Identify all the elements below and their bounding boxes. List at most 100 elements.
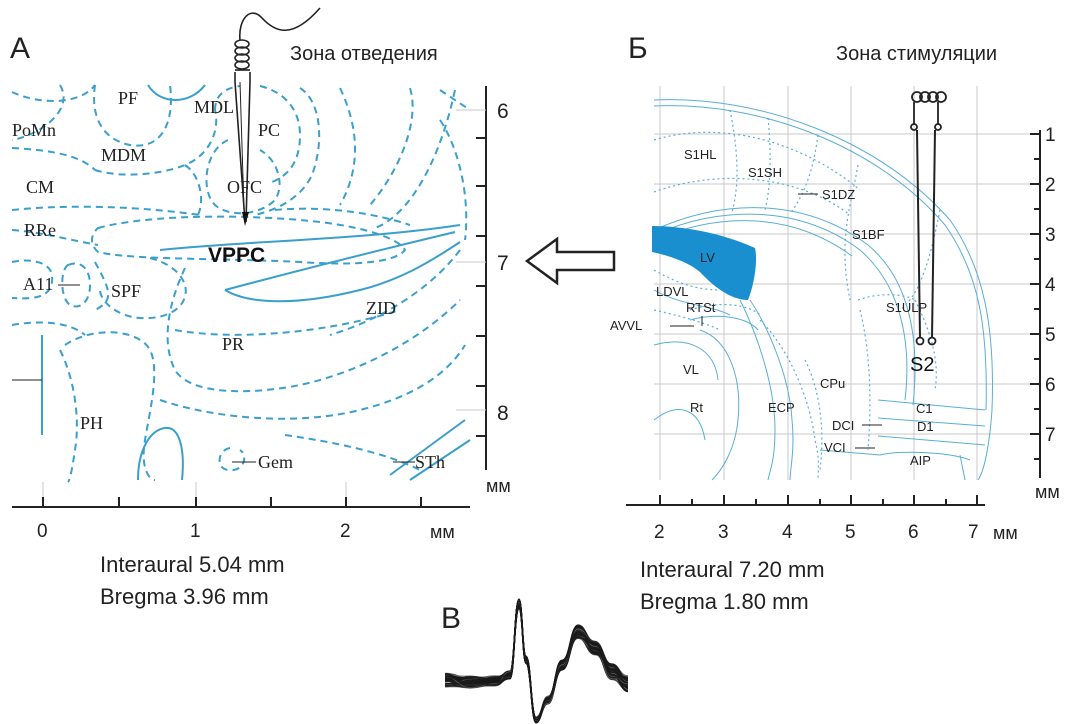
panel-b-grid xyxy=(654,86,1030,480)
panel-a-y-tick-6: 6 xyxy=(497,100,509,123)
panel-a-y-unit: мм xyxy=(486,476,511,496)
panel-b-y-tick-1: 1 xyxy=(1045,125,1056,146)
spike-trace xyxy=(444,599,629,722)
spike-trace xyxy=(444,599,629,722)
panel-a-x-unit: мм xyxy=(430,522,455,542)
label-dci: DCI xyxy=(832,418,854,433)
spike-trace xyxy=(444,600,629,722)
label-s1ulp: S1ULP xyxy=(886,300,927,315)
panel-a: А Зона отведения xyxy=(10,7,511,609)
panel-b-x-unit: мм xyxy=(993,523,1018,543)
label-ph: PH xyxy=(80,413,103,433)
label-vci: VCI xyxy=(824,440,846,455)
spike-trace xyxy=(444,605,629,720)
panel-a-zone-title: Зона отведения xyxy=(290,43,438,65)
label-pc: PC xyxy=(258,120,280,140)
panel-a-x-tick-1: 1 xyxy=(190,521,201,542)
panel-b-letter: Б xyxy=(628,32,648,65)
spike-trace xyxy=(444,604,629,718)
spike-trace xyxy=(444,600,629,720)
label-rtst: RTSt xyxy=(686,300,716,315)
spike-trace xyxy=(444,606,629,723)
label-mdl: MDL xyxy=(194,97,234,117)
spike-trace xyxy=(444,607,629,721)
panel-b-y-tick-7: 7 xyxy=(1045,425,1056,446)
label-s1dz: S1DZ xyxy=(822,187,855,202)
label-gem: Gem xyxy=(258,452,293,472)
spike-trace xyxy=(444,607,629,718)
label-cpu: CPu xyxy=(820,376,845,391)
spike-trace xyxy=(444,602,629,723)
spike-trace xyxy=(444,605,629,724)
label-avvl: AVVL xyxy=(610,318,642,333)
label-a11: A11 xyxy=(23,274,53,294)
panel-b-x-axis: 2 3 4 5 6 7 мм xyxy=(626,495,1018,543)
panel-a-x-axis: 0 1 2 мм xyxy=(12,482,470,542)
label-spf: SPF xyxy=(111,281,141,301)
label-s2-electrode: S2 xyxy=(910,354,934,376)
panel-b-y-tick-4: 4 xyxy=(1045,275,1056,296)
panel-c-letter: В xyxy=(441,602,461,635)
spike-trace xyxy=(444,603,629,719)
spike-trace xyxy=(444,604,629,720)
arrow-left-icon xyxy=(524,236,616,286)
panel-b: Б Зона стимуляции xyxy=(610,32,1060,614)
spike-trace xyxy=(444,608,629,723)
spike-trace xyxy=(444,604,629,724)
panel-b-x-tick-4: 4 xyxy=(782,522,793,543)
panel-a-y-tick-8: 8 xyxy=(497,402,509,425)
panel-b-x-tick-5: 5 xyxy=(845,522,856,543)
panel-b-y-unit: мм xyxy=(1035,482,1060,502)
spike-trace xyxy=(444,605,629,721)
label-d1: D1 xyxy=(917,419,934,434)
panel-b-y-tick-2: 2 xyxy=(1045,175,1056,196)
spike-trace xyxy=(444,605,629,719)
spike-trace xyxy=(444,600,629,721)
label-s1sh: S1SH xyxy=(748,165,782,180)
label-mdm: MDM xyxy=(101,145,146,165)
spike-trace xyxy=(444,606,629,720)
panel-b-y-tick-6: 6 xyxy=(1045,375,1056,396)
lateral-ventricle-shape xyxy=(652,226,757,300)
panel-b-bregma: Bregma 1.80 mm xyxy=(640,589,809,614)
panel-a-bregma: Bregma 3.96 mm xyxy=(100,584,269,609)
label-cm: CM xyxy=(26,177,54,197)
panel-a-interaural: Interaural 5.04 mm xyxy=(100,552,285,577)
panel-b-zone-title: Зона стимуляции xyxy=(836,43,997,65)
spike-trace xyxy=(444,598,629,722)
spike-trace xyxy=(444,603,629,718)
label-rt: Rt xyxy=(690,400,703,415)
spike-trace xyxy=(444,600,629,721)
spike-trace xyxy=(444,600,629,722)
recording-electrode-icon xyxy=(234,7,321,226)
label-vppc-target: VPPC xyxy=(208,244,265,267)
stimulating-electrode-icon xyxy=(910,91,947,346)
panel-b-x-tick-7: 7 xyxy=(968,522,979,543)
label-ofc: OFC xyxy=(227,177,262,197)
spike-trace xyxy=(444,605,629,723)
spike-trace xyxy=(444,601,629,723)
spike-trace xyxy=(444,600,629,721)
panel-a-letter: А xyxy=(10,32,30,65)
spike-trace xyxy=(444,602,629,720)
label-ldvl: LDVL xyxy=(656,284,689,299)
spike-trace xyxy=(444,606,629,722)
label-pomn: PoMn xyxy=(12,120,56,140)
panel-b-interaural: Interaural 7.20 mm xyxy=(640,557,825,582)
panel-b-x-tick-2: 2 xyxy=(654,522,665,543)
spike-trace xyxy=(444,601,629,720)
panel-a-y-axis: 6 7 8 мм xyxy=(456,86,511,496)
label-sth: STh xyxy=(415,452,445,472)
spike-trace xyxy=(444,604,629,720)
spike-trace xyxy=(444,605,629,724)
spike-trace xyxy=(444,598,629,721)
spike-trace xyxy=(444,600,629,720)
spike-trace xyxy=(444,601,629,722)
spike-trace xyxy=(444,607,629,721)
spike-trace xyxy=(444,608,629,724)
panel-a-x-tick-2: 2 xyxy=(340,521,351,542)
label-zid: ZID xyxy=(366,298,396,318)
spike-trace xyxy=(444,598,629,724)
label-lv: LV xyxy=(700,250,715,265)
spike-trace xyxy=(444,602,629,721)
